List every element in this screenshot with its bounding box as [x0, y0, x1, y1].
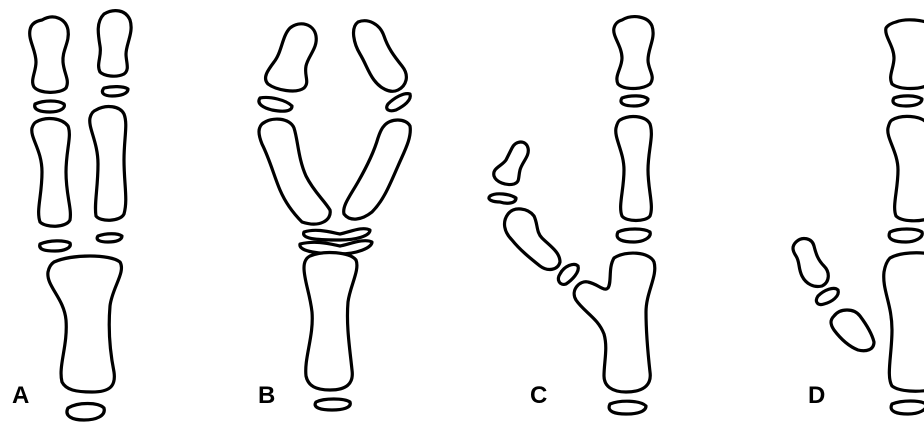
- panel-a-base-disc: [67, 404, 104, 421]
- panel-d-extra-joint-disc: [816, 288, 838, 304]
- panel-b-joint-disc-upper: [304, 229, 370, 240]
- panel-d-label: D: [808, 382, 825, 409]
- panel-a-left-joint-disc-1: [35, 101, 65, 112]
- panel-b-right-joint-disc-1: [387, 94, 411, 111]
- panel-a-left-middle-phalanx: [32, 119, 71, 227]
- panel-b-left-middle-phalanx: [259, 119, 330, 224]
- panel-a-label: A: [12, 382, 29, 409]
- panel-a-right-middle-phalanx: [90, 107, 126, 221]
- panel-c-extra-tip-phalanx: [494, 142, 529, 185]
- panel-c-distal-phalanx: [614, 17, 653, 89]
- panel-c-middle-phalanx: [616, 117, 652, 221]
- panel-c-joint-disc-2: [617, 229, 650, 242]
- panel-c: C: [489, 17, 655, 414]
- panel-c-extra-joint-disc-2: [558, 264, 578, 284]
- panel-b: B: [258, 21, 410, 410]
- panel-a-right-joint-disc-1: [102, 87, 128, 96]
- panel-c-joint-disc-1: [621, 96, 648, 106]
- panel-b-left-joint-disc-1: [259, 97, 292, 111]
- panel-d-extra-middle-phalanx: [831, 310, 874, 351]
- panel-d-joint-disc-2: [889, 229, 922, 242]
- panel-d-extra-tip-phalanx: [793, 239, 828, 287]
- panel-d-middle-phalanx: [888, 116, 924, 220]
- panel-d-metacarpal: [884, 253, 924, 391]
- panel-c-base-disc: [609, 401, 646, 414]
- panel-b-metacarpal: [304, 253, 357, 390]
- panel-a-left-joint-disc-2: [40, 241, 71, 251]
- panel-b-label: B: [258, 382, 275, 409]
- panel-a-metacarpal: [48, 256, 122, 392]
- panel-d-base-disc: [891, 401, 924, 414]
- panel-a-right-distal-phalanx: [98, 11, 131, 77]
- panel-b-base-disc: [315, 399, 350, 410]
- panel-b-right-distal-phalanx: [354, 21, 407, 92]
- panel-c-branched-metacarpal: [574, 253, 655, 392]
- panel-c-extra-joint-disc-1: [489, 194, 516, 203]
- panel-d-distal-phalanx: [886, 20, 924, 89]
- panel-c-label: C: [530, 382, 547, 409]
- panel-d-joint-disc-1: [893, 96, 922, 106]
- panel-c-extra-middle-phalanx: [505, 209, 560, 270]
- panel-a: A: [12, 11, 131, 420]
- panel-b-right-middle-phalanx: [344, 120, 411, 219]
- panel-a-right-joint-disc-2: [97, 234, 122, 242]
- panel-d: D: [793, 20, 924, 414]
- panel-a-left-distal-phalanx: [30, 17, 69, 92]
- panel-b-left-distal-phalanx: [266, 24, 317, 91]
